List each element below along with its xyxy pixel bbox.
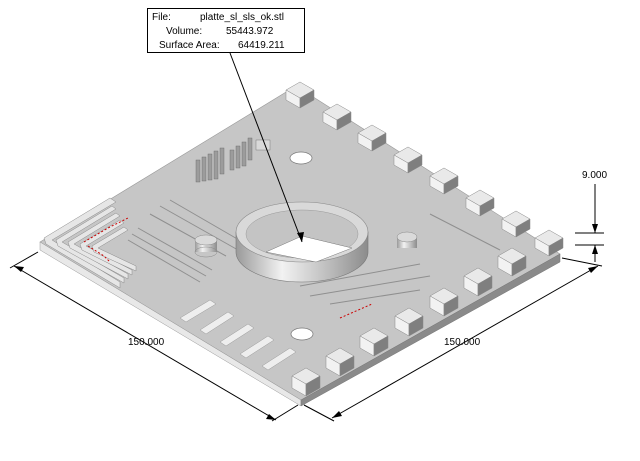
plate-front-right-face bbox=[300, 253, 561, 407]
dim-width-arrow-b bbox=[266, 414, 276, 420]
large-ring-feature bbox=[235, 201, 369, 283]
small-cylinder-right bbox=[396, 231, 418, 248]
edge-blocks-front-right bbox=[291, 247, 527, 397]
l-shaped-ribs bbox=[43, 197, 137, 289]
hole-front bbox=[290, 327, 314, 341]
leader-arrowhead bbox=[297, 232, 304, 242]
dimension-height bbox=[575, 184, 604, 262]
dimension-depth bbox=[303, 257, 603, 422]
surface-area-value: 64419.211 bbox=[238, 40, 285, 51]
volume-label: Volume: bbox=[166, 26, 203, 37]
volume-value: 55443.972 bbox=[226, 26, 274, 37]
dim-depth-arrow-a bbox=[332, 411, 342, 418]
file-label: File: bbox=[152, 12, 171, 23]
small-cylinder-left bbox=[194, 234, 218, 258]
fin-features bbox=[195, 137, 271, 183]
dimension-width-label: 150.000 bbox=[128, 337, 165, 348]
dimension-height-label: 9.000 bbox=[582, 170, 607, 181]
dim-depth-arrow-b bbox=[588, 266, 598, 273]
dimension-depth-label: 150.000 bbox=[444, 337, 481, 348]
edge-steps-front-left bbox=[179, 299, 297, 371]
hole-back bbox=[289, 151, 313, 165]
file-name-value: platte_sl_sls_ok.stl bbox=[200, 12, 284, 23]
dimension-width bbox=[9, 251, 299, 422]
stl-plate-model bbox=[39, 81, 564, 407]
file-info-box: File: platte_sl_sls_ok.stl Volume: 55443… bbox=[147, 8, 305, 53]
line-features bbox=[127, 199, 501, 305]
edge-blocks-right bbox=[285, 81, 564, 257]
dim-width-arrow-a bbox=[14, 266, 24, 272]
dim-height-arrow-a bbox=[592, 224, 598, 233]
dim-height-arrow-b bbox=[592, 245, 598, 254]
defect-marks bbox=[83, 217, 373, 319]
surface-area-label: Surface Area: bbox=[159, 40, 220, 51]
leader-line bbox=[229, 52, 303, 243]
